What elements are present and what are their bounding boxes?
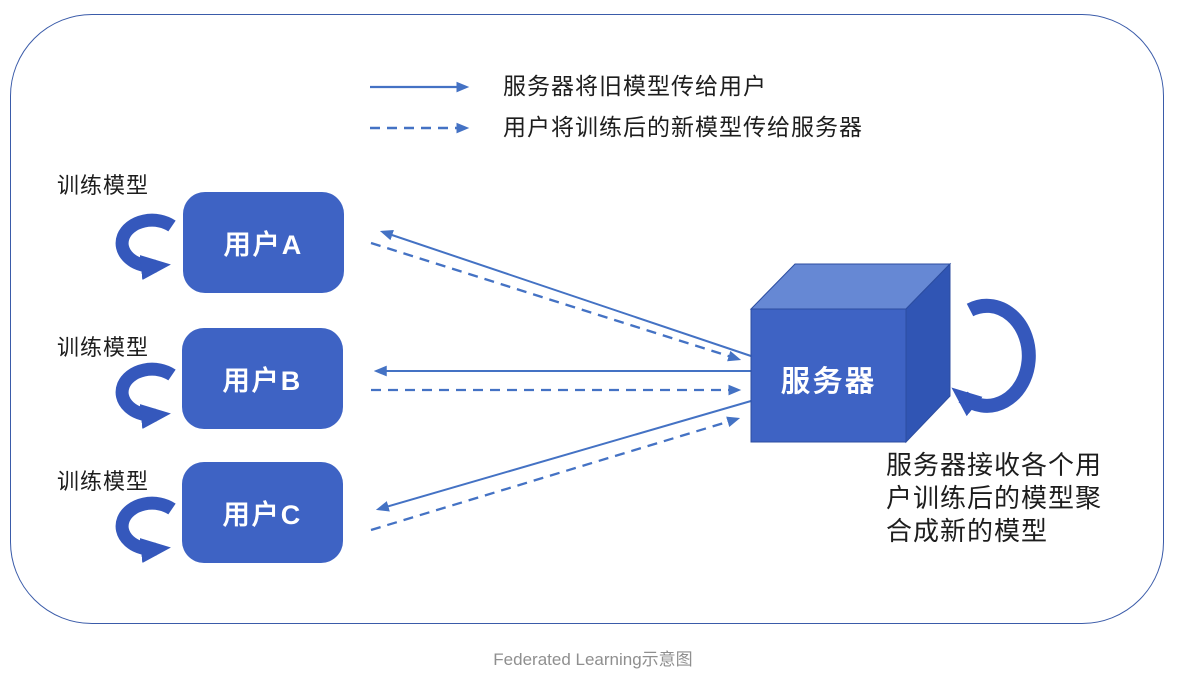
server-cube [749,262,952,444]
server-cube-front-face [750,308,907,443]
train-loop-userA-icon [115,213,176,280]
server-note: 服务器接收各个用 户训练后的模型聚 合成新的模型 [886,449,1102,548]
train-model-label-userA: 训练模型 [57,173,150,198]
arrow-server-to-userC-icon [375,400,752,512]
user-a-box: 用户A [183,192,344,293]
user-b-label: 用户B [222,366,303,396]
train-loop-userB-icon [115,362,176,429]
train-model-label-userC: 训练模型 [57,469,150,494]
arrow-server-to-userA-icon [379,229,752,357]
aggregate-loop-icon [951,298,1036,417]
diagram-border [10,14,1164,624]
server-note-line1: 服务器接收各个用 [886,450,1103,480]
train-model-label-userB: 训练模型 [57,335,150,360]
user-c-box: 用户C [182,462,343,563]
server-note-line3: 合成新的模型 [886,516,1049,546]
user-a-label: 用户A [223,230,304,260]
server-note-line2: 户训练后的模型聚 [886,483,1103,513]
arrow-userC-to-server-icon [370,416,741,532]
train-loop-userC-icon [115,496,176,563]
legend-solid-label: 服务器将旧模型传给用户 [503,73,767,99]
legend-dashed-label: 用户将训练后的新模型传给服务器 [503,114,863,140]
user-b-box: 用户B [182,328,343,429]
figure-caption: Federated Learning示意图 [493,650,693,669]
server-label: 服务器 [780,366,877,398]
user-c-label: 用户C [222,500,303,530]
arrow-userA-to-server-icon [370,241,742,362]
